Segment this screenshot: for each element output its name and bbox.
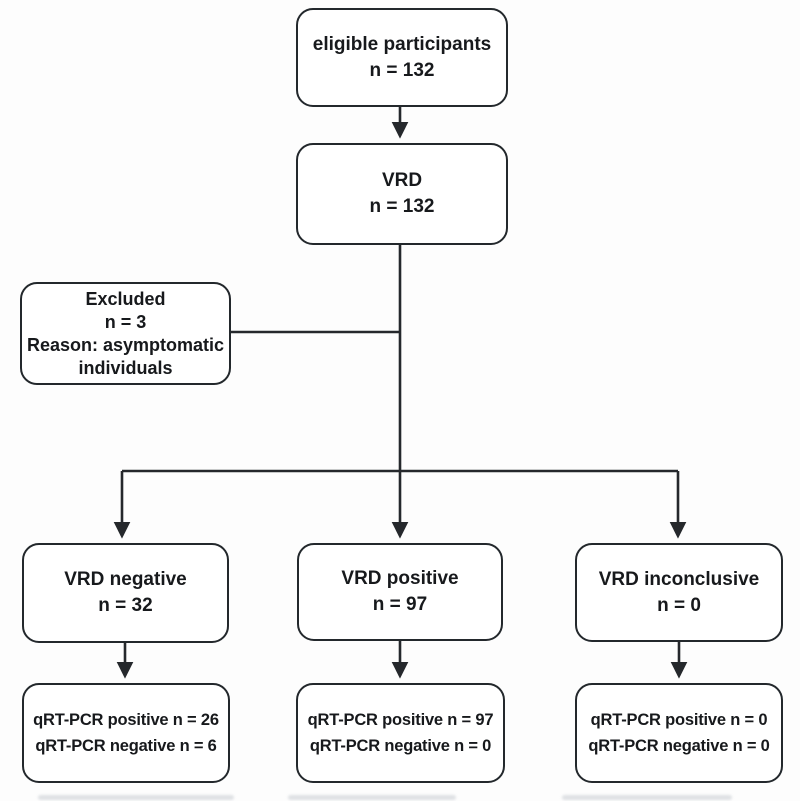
node-eligible-participants: eligible participants n = 132 (296, 8, 508, 107)
node-vrd-positive: VRD positive n = 97 (297, 543, 503, 641)
node-text-line: n = 132 (369, 196, 435, 217)
node-vrd-negative: VRD negative n = 32 (22, 543, 229, 643)
node-text-line: qRT-PCR positive n = 0 (590, 711, 768, 729)
node-text-line: qRT-PCR positive n = 26 (33, 711, 219, 729)
node-pcr-after-negative: qRT-PCR positive n = 26 qRT-PCR negative… (22, 683, 230, 783)
node-vrd-inconclusive: VRD inconclusive n = 0 (575, 543, 783, 642)
node-text-line: n = 3 (104, 311, 147, 332)
node-text-line: VRD inconclusive (598, 568, 760, 590)
node-text-line: Reason: asymptomatic (26, 334, 225, 355)
node-text-line: VRD negative (64, 569, 187, 590)
scan-artifact (288, 795, 456, 800)
node-text-line: qRT-PCR positive n = 97 (307, 711, 494, 729)
node-text-line: VRD positive (341, 568, 459, 589)
node-text-line: VRD (381, 170, 423, 191)
node-text-line: n = 97 (372, 594, 428, 615)
node-text-line: n = 132 (369, 59, 435, 81)
node-text-line: eligible participants (312, 33, 492, 55)
scan-artifact (38, 795, 234, 800)
node-pcr-after-inconclusive: qRT-PCR positive n = 0 qRT-PCR negative … (575, 683, 783, 783)
node-text-line: qRT-PCR negative n = 0 (588, 737, 770, 755)
node-text-line: n = 0 (657, 594, 701, 616)
node-text-line: individuals (78, 357, 173, 378)
node-vrd: VRD n = 132 (296, 143, 508, 245)
scan-artifact (562, 795, 732, 800)
node-text-line: Excluded (85, 288, 166, 309)
node-text-line: n = 32 (98, 595, 153, 616)
node-pcr-after-positive: qRT-PCR positive n = 97 qRT-PCR negative… (296, 683, 505, 783)
node-text-line: qRT-PCR negative n = 0 (309, 737, 492, 755)
node-excluded: Excluded n = 3 Reason: asymptomatic indi… (20, 282, 231, 385)
node-text-line: qRT-PCR negative n = 6 (35, 737, 217, 755)
